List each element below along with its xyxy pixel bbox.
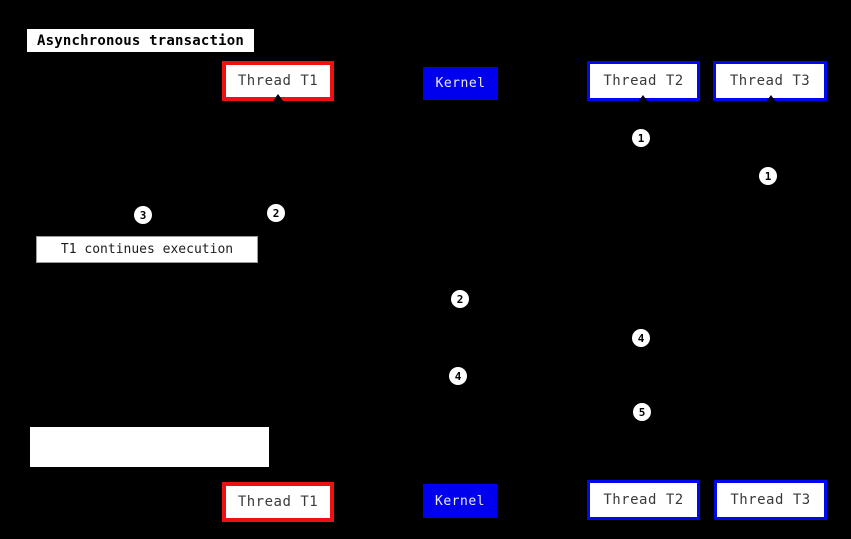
arrowhead-t3-bottom-icon bbox=[766, 473, 776, 480]
badge-1-on-t3: 1 bbox=[759, 167, 777, 185]
note-t1-continues-execution: T1 continues execution bbox=[36, 236, 258, 263]
badge-2-on-kernel: 2 bbox=[451, 290, 469, 308]
arrowhead-t3-top-icon bbox=[766, 95, 776, 102]
arrowhead-t1-bottom-icon bbox=[273, 474, 283, 481]
participant-thread-t1-bottom: Thread T1 bbox=[222, 482, 334, 522]
badge-4-on-kernel: 4 bbox=[449, 367, 467, 385]
participant-thread-t3-bottom: Thread T3 bbox=[714, 480, 827, 520]
diagram-title: Asynchronous transaction bbox=[27, 29, 254, 52]
participant-thread-t3-top: Thread T3 bbox=[713, 61, 827, 101]
note-empty bbox=[30, 427, 269, 467]
arrowhead-t1-top-icon bbox=[273, 94, 283, 101]
badge-4-on-t2: 4 bbox=[632, 329, 650, 347]
badge-1-on-t2: 1 bbox=[632, 129, 650, 147]
participant-thread-t2-bottom: Thread T2 bbox=[587, 480, 700, 520]
badge-3-on-note: 3 bbox=[134, 206, 152, 224]
badge-2-on-t1: 2 bbox=[267, 204, 285, 222]
arrowhead-t2-top-icon bbox=[638, 95, 648, 102]
badge-5-on-t2: 5 bbox=[633, 403, 651, 421]
participant-kernel-bottom: Kernel bbox=[423, 484, 497, 518]
participant-kernel-top: Kernel bbox=[423, 67, 498, 100]
arrowhead-t2-bottom-icon bbox=[638, 473, 648, 480]
